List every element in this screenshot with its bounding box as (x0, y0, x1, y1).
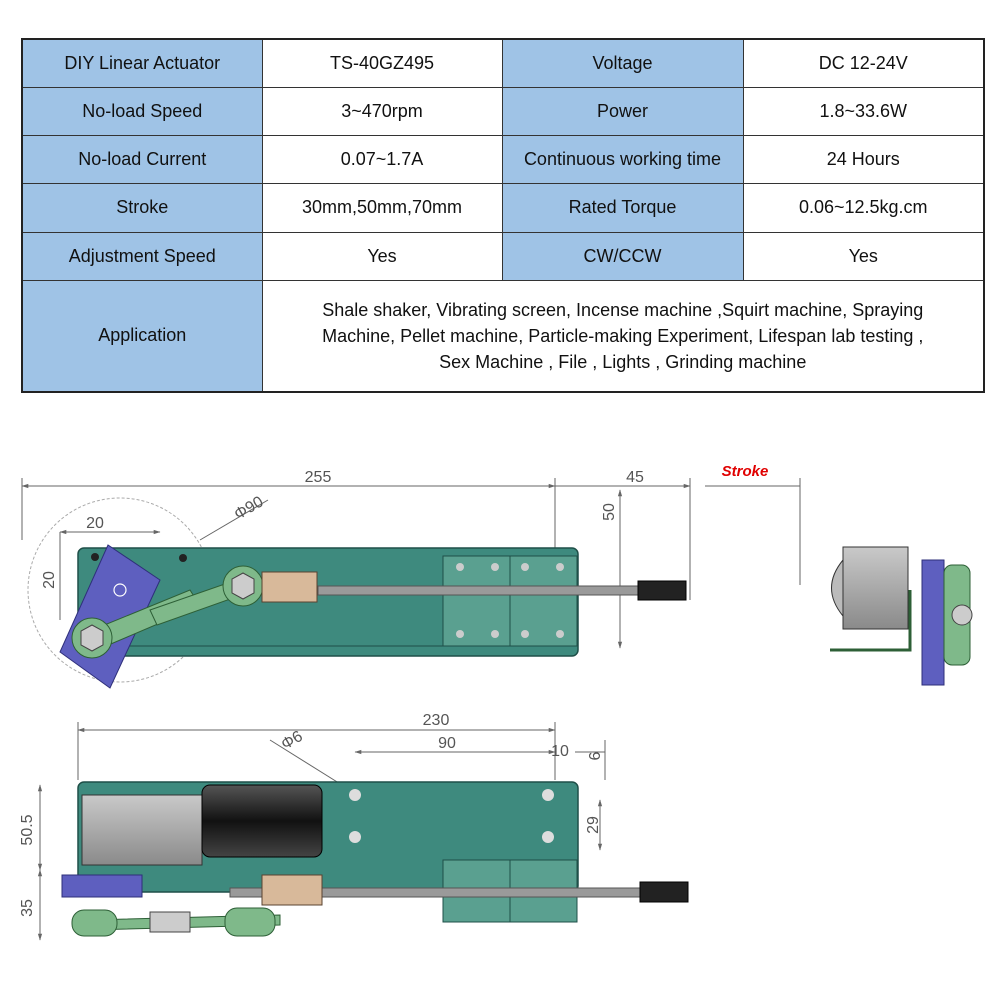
stroke-label: Stroke (722, 463, 769, 480)
threaded-end (637, 580, 687, 601)
dim-hole-spacing-label: 90 (438, 735, 456, 752)
application-line: Sex Machine , File , Lights , Grinding m… (439, 351, 807, 372)
application-line: Machine, Pellet machine, Particle-making… (322, 325, 924, 346)
rod-coupler (261, 571, 318, 603)
end-mount (921, 559, 945, 686)
spec-row: Stroke 30mm,50mm,70mm Rated Torque 0.06~… (21, 183, 985, 233)
top-view: 255 45 Stroke 50 Φ90 20 20 (21, 463, 801, 689)
spec-row: No-load Current 0.07~1.7A Continuous wor… (21, 135, 985, 185)
spec-row: DIY Linear Actuator TS-40GZ495 Voltage D… (21, 38, 985, 88)
spec-label: Power (501, 86, 744, 137)
dim-diameter-label: Φ90 (232, 493, 267, 523)
spec-value: 24 Hours (742, 135, 985, 185)
spec-label: Voltage (501, 38, 744, 88)
dim-body-height-label: 50.5 (19, 814, 36, 845)
gearbox (81, 794, 203, 866)
application-line: Shale shaker, Vibrating screen, Incense … (322, 299, 924, 320)
spec-row: Adjustment Speed Yes CW/CCW Yes (21, 231, 985, 281)
application-row: Application Shale shaker, Vibrating scre… (21, 279, 985, 393)
dimension-255 (21, 478, 801, 600)
application-label: Application (21, 279, 263, 393)
side-mount (61, 874, 143, 898)
spec-label: Stroke (21, 183, 263, 233)
spec-label: No-load Speed (21, 86, 263, 137)
dim-length-label: 255 (305, 469, 332, 486)
technical-drawing: 255 45 Stroke 50 Φ90 20 20 (19, 463, 973, 941)
dim-end-offset-label: 10 (551, 743, 569, 760)
spec-value: 0.06~12.5kg.cm (742, 183, 985, 233)
spec-value: TS-40GZ495 (261, 38, 503, 88)
dim-height-label: 50 (601, 503, 618, 521)
spec-value: 3~470rpm (261, 86, 503, 137)
application-value: Shale shaker, Vibrating screen, Incense … (261, 279, 985, 393)
dim-bottom-label: 35 (19, 899, 36, 917)
end-view (830, 546, 973, 686)
spec-value: 0.07~1.7A (261, 135, 503, 185)
spec-label: Adjustment Speed (21, 231, 263, 281)
motor (201, 784, 323, 858)
spec-label: Rated Torque (501, 183, 744, 233)
spec-table: DIY Linear Actuator TS-40GZ495 Voltage D… (21, 38, 985, 393)
spec-label: No-load Current (21, 135, 263, 185)
dim-hole-height-label: 29 (585, 816, 602, 834)
spec-row: No-load Speed 3~470rpm Power 1.8~33.6W (21, 86, 985, 137)
spec-value: 1.8~33.6W (742, 86, 985, 137)
dim-side-length-label: 230 (423, 712, 450, 729)
spec-value: Yes (261, 231, 503, 281)
spec-value: 30mm,50mm,70mm (261, 183, 503, 233)
spec-label: DIY Linear Actuator (21, 38, 263, 88)
spec-value: Yes (742, 231, 985, 281)
spec-label: CW/CCW (501, 231, 744, 281)
dim-extension-label: 45 (626, 469, 644, 486)
spec-value: DC 12-24V (742, 38, 985, 88)
spec-label: Continuous working time (501, 135, 744, 185)
dim-end-small-label: 6 (587, 751, 604, 760)
dim-offset-x-label: 20 (86, 515, 104, 532)
dim-offset-y-label: 20 (41, 571, 58, 589)
dim-hole-diameter-label: Φ6 (279, 728, 306, 754)
push-rod (317, 585, 639, 596)
side-view: 230 Φ6 90 10 6 29 50.5 35 (19, 712, 689, 941)
motor-end (842, 546, 909, 630)
